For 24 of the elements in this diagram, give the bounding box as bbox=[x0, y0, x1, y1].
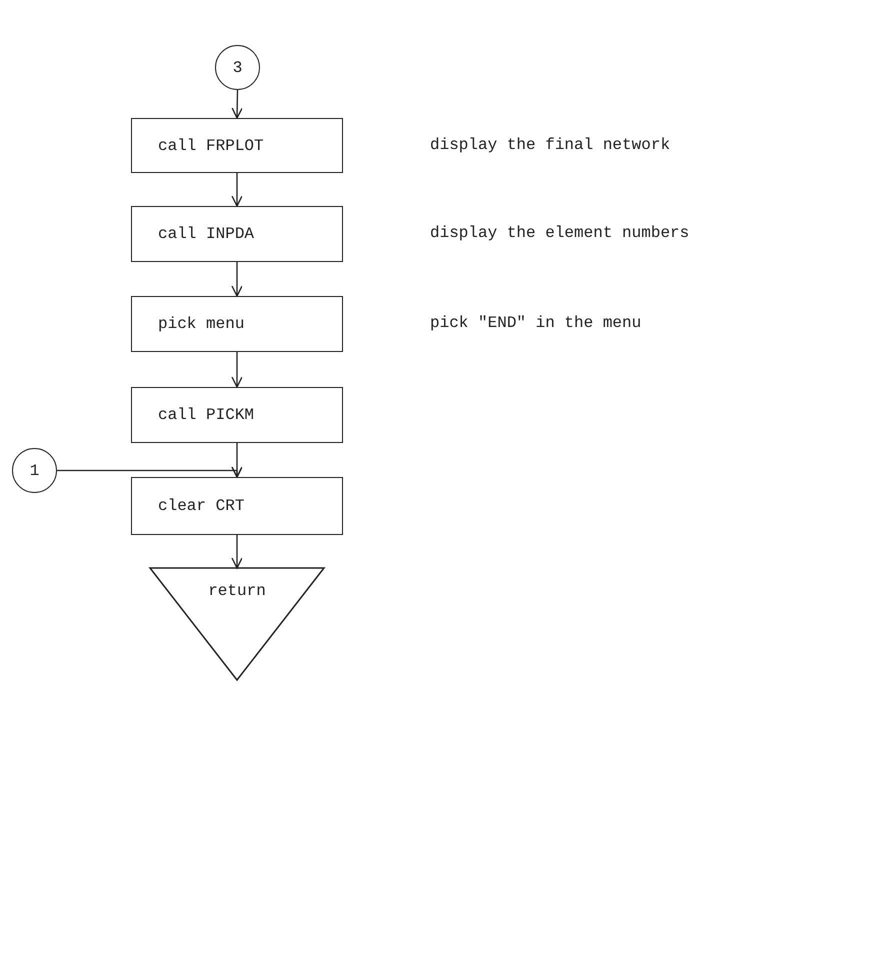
arrow bbox=[231, 173, 243, 207]
connector-circle bbox=[12, 448, 57, 493]
arrow bbox=[231, 352, 243, 388]
process-label: call FRPLOT bbox=[158, 136, 264, 154]
process-label: call PICKM bbox=[158, 406, 254, 424]
comment-text: display the element numbers bbox=[430, 224, 690, 242]
arrow bbox=[231, 535, 243, 569]
process-box bbox=[131, 118, 343, 173]
comment-text: display the final network bbox=[430, 136, 670, 154]
process-box bbox=[131, 387, 343, 443]
process-box bbox=[131, 206, 343, 262]
process-box bbox=[131, 296, 343, 352]
connector-circle bbox=[215, 45, 260, 90]
process-label: pick menu bbox=[158, 315, 244, 333]
terminator-label: return bbox=[208, 582, 266, 600]
comment-text: pick "END" in the menu bbox=[430, 314, 642, 332]
process-label: clear CRT bbox=[158, 497, 244, 515]
process-label: call INPDA bbox=[158, 225, 254, 243]
arrow bbox=[57, 466, 243, 478]
arrow bbox=[232, 90, 243, 119]
connector-number: 1 bbox=[30, 462, 40, 480]
connector-number: 3 bbox=[232, 58, 242, 76]
arrow bbox=[231, 262, 243, 297]
process-box bbox=[131, 477, 343, 535]
